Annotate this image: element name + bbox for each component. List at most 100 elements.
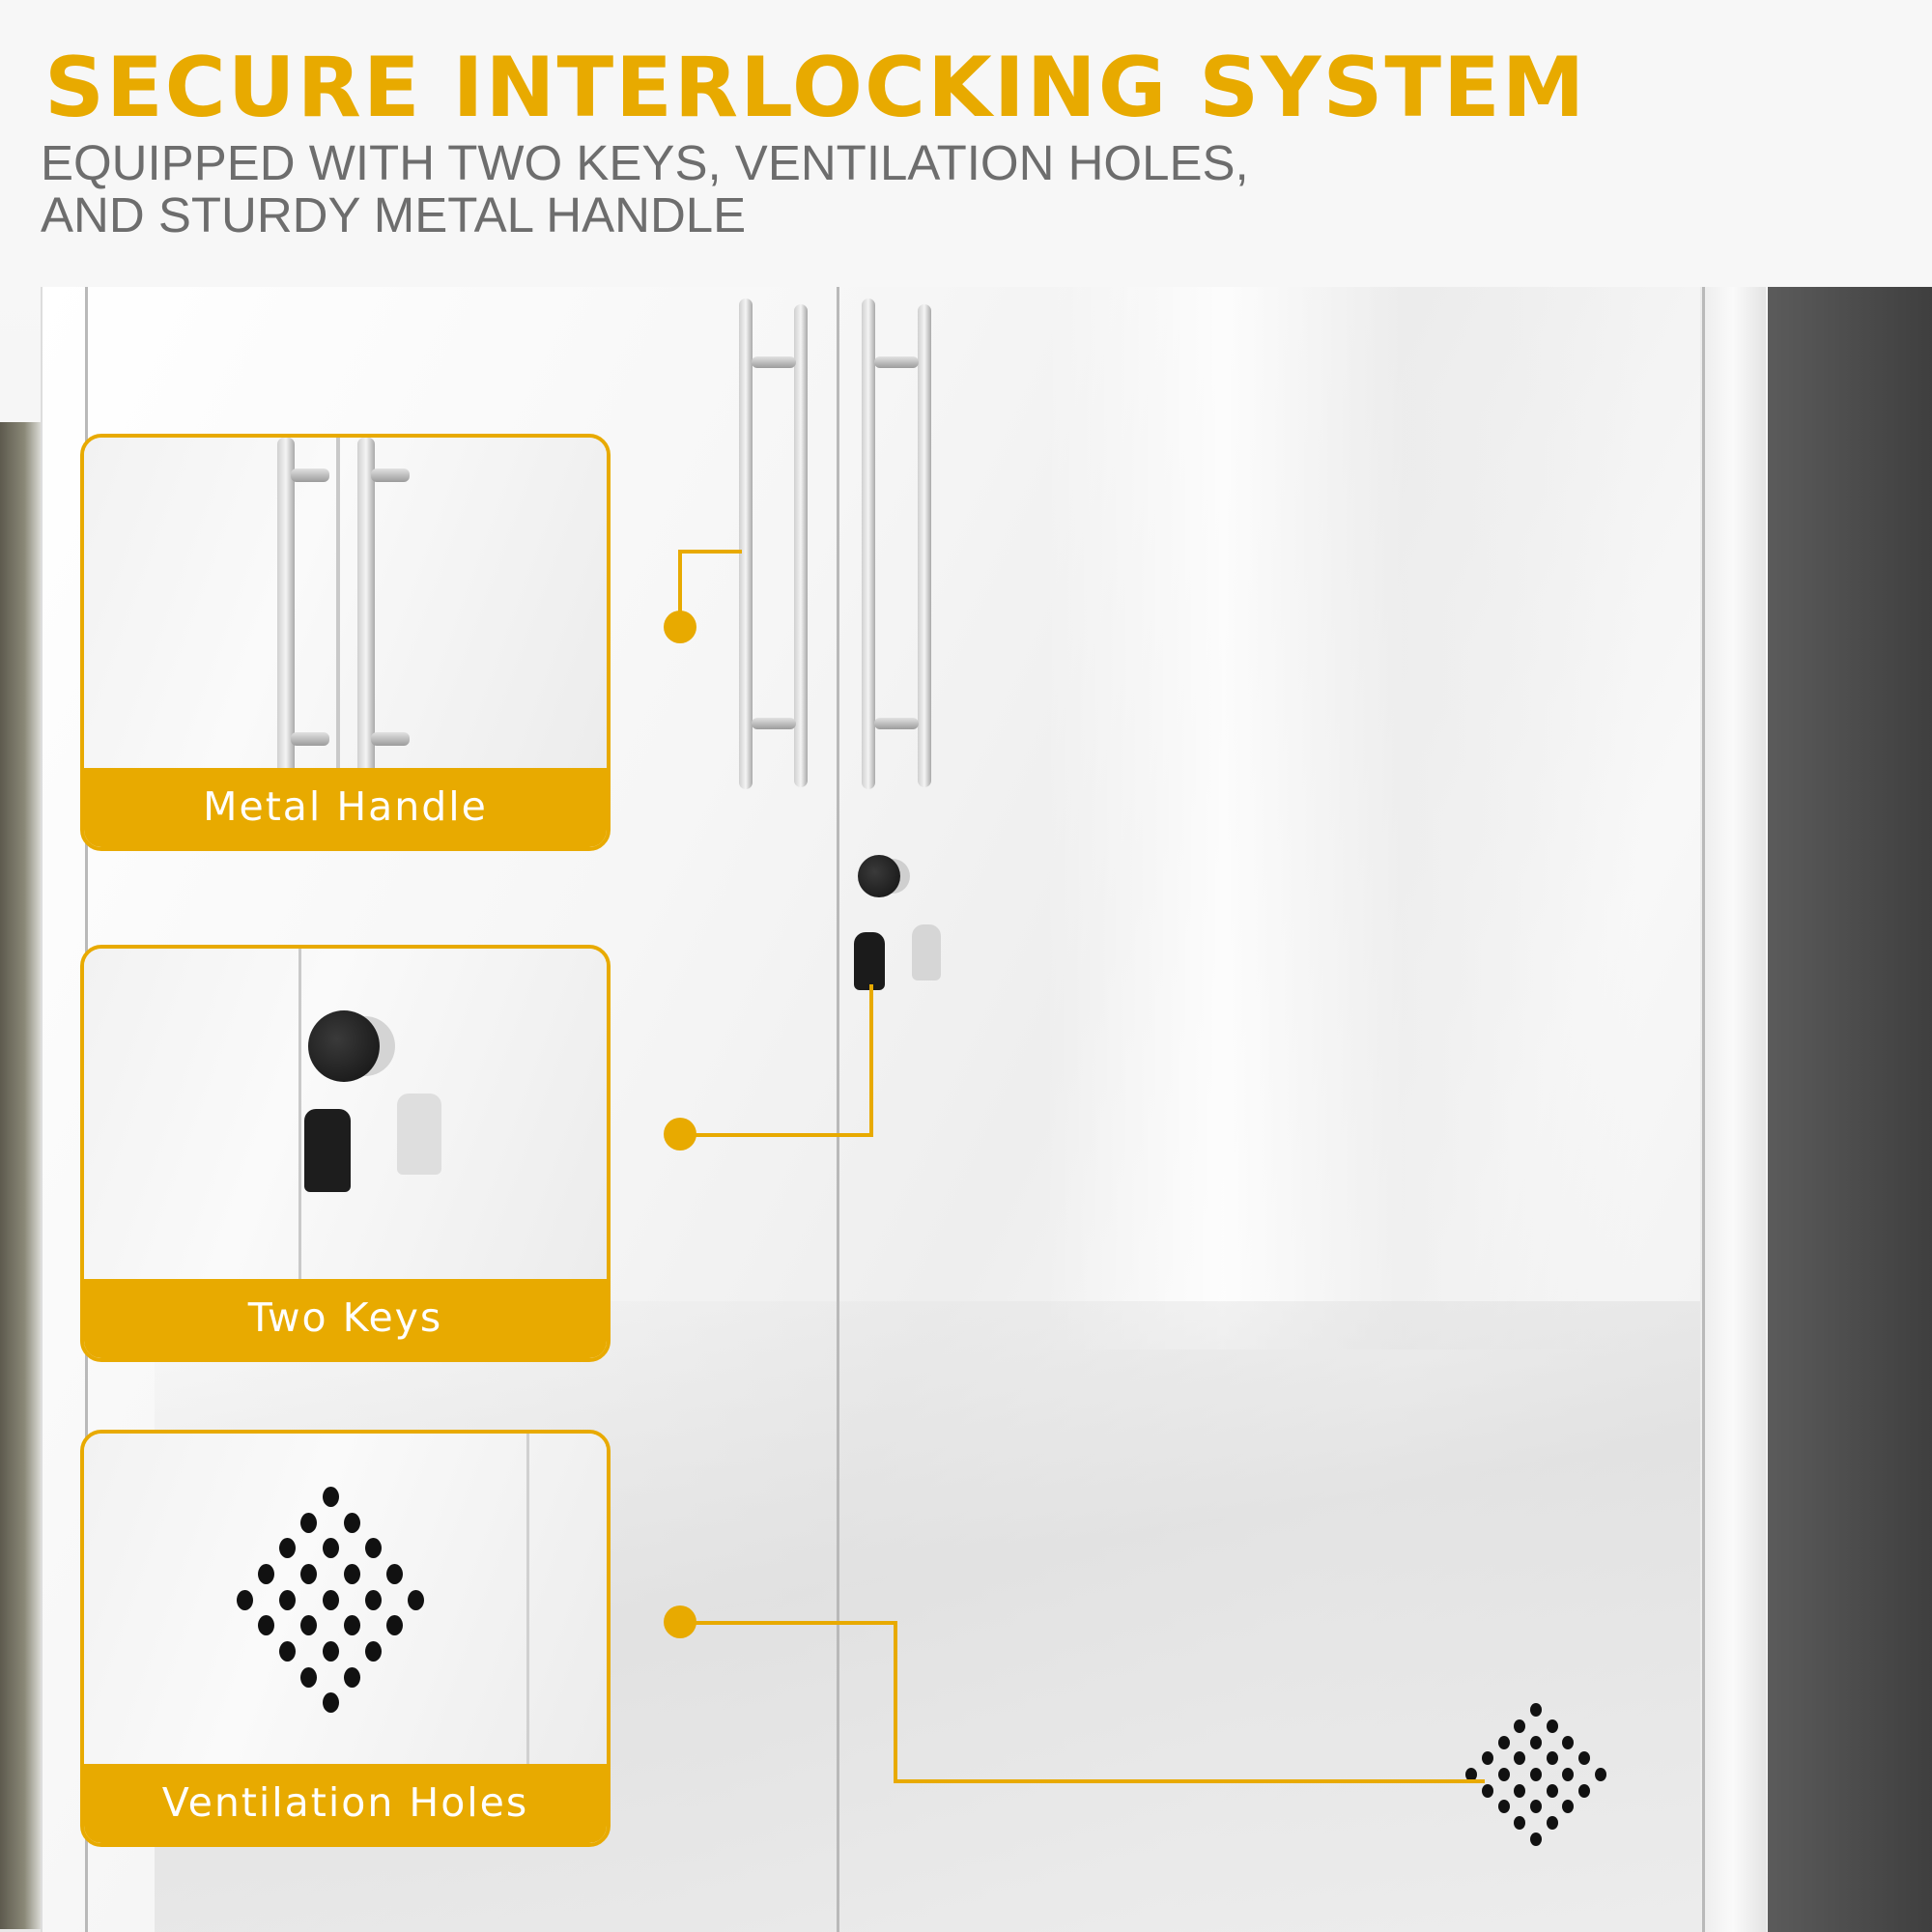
ventilation-holes bbox=[1463, 1702, 1608, 1847]
cabinet-lock bbox=[308, 1010, 380, 1082]
vent-hole bbox=[1514, 1751, 1526, 1766]
vent-hole bbox=[1514, 1816, 1526, 1830]
vent-hole bbox=[257, 1615, 274, 1636]
vent-hole bbox=[1497, 1800, 1510, 1814]
headline: SECURE INTERLOCKING SYSTEM bbox=[44, 40, 1587, 136]
handle-standoff bbox=[874, 356, 919, 368]
vent-hole bbox=[1546, 1719, 1558, 1733]
vent-hole bbox=[1530, 1832, 1542, 1846]
vent-hole bbox=[1465, 1768, 1478, 1781]
vent-hole bbox=[343, 1666, 360, 1688]
vent-hole bbox=[1530, 1768, 1542, 1781]
vent-hole bbox=[1514, 1719, 1526, 1733]
cabinet-side-panel bbox=[1768, 287, 1932, 1932]
vent-hole bbox=[279, 1640, 297, 1662]
cabinet-lock bbox=[858, 855, 900, 897]
vent-hole bbox=[364, 1589, 382, 1610]
handle-standoff bbox=[291, 469, 329, 482]
handle-bar bbox=[739, 298, 753, 789]
vent-hole bbox=[1514, 1783, 1526, 1798]
door-seam bbox=[298, 949, 301, 1287]
vent-hole bbox=[300, 1615, 318, 1636]
connector-line bbox=[869, 984, 873, 1137]
vent-hole bbox=[322, 1640, 339, 1662]
vent-hole bbox=[364, 1640, 382, 1662]
vent-hole bbox=[1497, 1735, 1510, 1749]
callout-card-two-keys: Two Keys bbox=[80, 945, 611, 1362]
subheadline: EQUIPPED WITH TWO KEYS, VENTILATION HOLE… bbox=[41, 137, 1296, 242]
vent-hole bbox=[257, 1563, 274, 1584]
plant-edge bbox=[0, 422, 41, 1929]
vent-hole bbox=[1497, 1768, 1510, 1781]
vent-hole bbox=[386, 1563, 404, 1584]
vent-hole bbox=[300, 1666, 318, 1688]
vent-hole bbox=[322, 1486, 339, 1507]
vent-hole bbox=[343, 1563, 360, 1584]
connector-line bbox=[680, 1133, 873, 1137]
vent-hole bbox=[322, 1692, 339, 1714]
vent-hole bbox=[279, 1589, 297, 1610]
vent-hole bbox=[343, 1615, 360, 1636]
handle-standoff bbox=[291, 732, 329, 746]
vent-hole bbox=[1482, 1783, 1493, 1798]
connector-line bbox=[678, 550, 682, 615]
header-band: SECURE INTERLOCKING SYSTEM EQUIPPED WITH… bbox=[0, 0, 1932, 287]
connector-line bbox=[680, 1621, 897, 1625]
vent-hole bbox=[300, 1512, 318, 1533]
vent-hole bbox=[1578, 1783, 1590, 1798]
vent-hole bbox=[1562, 1768, 1575, 1781]
vent-hole bbox=[1594, 1768, 1606, 1781]
subheadline-line-1: EQUIPPED WITH TWO KEYS, VENTILATION HOLE… bbox=[41, 135, 1249, 190]
vent-hole bbox=[322, 1538, 339, 1559]
handle-bar bbox=[357, 438, 375, 776]
vent-hole bbox=[408, 1589, 425, 1610]
ventilation-holes bbox=[234, 1484, 427, 1716]
callout-label: Two Keys bbox=[84, 1279, 607, 1358]
handle-standoff bbox=[371, 732, 410, 746]
callout-label: Metal Handle bbox=[84, 768, 607, 847]
door-seam bbox=[526, 1434, 529, 1772]
connector-line bbox=[894, 1621, 897, 1783]
handle-standoff bbox=[371, 469, 410, 482]
vent-hole bbox=[236, 1589, 253, 1610]
door-seam bbox=[336, 438, 340, 776]
handle-standoff bbox=[874, 718, 919, 729]
vent-hole bbox=[1530, 1735, 1542, 1749]
vent-hole bbox=[1578, 1751, 1590, 1766]
ventilation-holes-photo bbox=[84, 1434, 607, 1772]
door-seam bbox=[837, 287, 839, 1932]
vent-hole bbox=[300, 1563, 318, 1584]
subheadline-line-2: AND STURDY METAL HANDLE bbox=[41, 187, 747, 242]
callout-label: Ventilation Holes bbox=[84, 1764, 607, 1843]
key-icon bbox=[854, 932, 885, 990]
key-icon bbox=[304, 1109, 351, 1192]
pointer-dot-handle bbox=[664, 611, 696, 643]
vent-hole bbox=[1562, 1800, 1575, 1814]
key-icon bbox=[912, 924, 941, 980]
curtain-reflection bbox=[1043, 287, 1642, 1350]
vent-hole bbox=[1562, 1735, 1575, 1749]
connector-line bbox=[678, 550, 742, 554]
two-keys-photo bbox=[84, 949, 607, 1287]
handle-bar bbox=[918, 304, 931, 787]
vent-hole bbox=[386, 1615, 404, 1636]
vent-hole bbox=[1546, 1783, 1558, 1798]
handle-bar bbox=[277, 438, 295, 776]
vent-hole bbox=[322, 1589, 339, 1610]
metal-handle-photo bbox=[84, 438, 607, 776]
vent-hole bbox=[1482, 1751, 1493, 1766]
connector-line bbox=[894, 1779, 1485, 1783]
handle-bar bbox=[862, 298, 875, 789]
vent-hole bbox=[1546, 1816, 1558, 1830]
callout-card-metal-handle: Metal Handle bbox=[80, 434, 611, 851]
vent-hole bbox=[279, 1538, 297, 1559]
frame-edge-right bbox=[1702, 287, 1705, 1932]
callout-card-ventilation-holes: Ventilation Holes bbox=[80, 1430, 611, 1847]
cabinet-frame-right bbox=[1700, 287, 1766, 1932]
handle-bar bbox=[794, 304, 808, 787]
handle-standoff bbox=[752, 718, 796, 729]
vent-hole bbox=[364, 1538, 382, 1559]
handle-standoff bbox=[752, 356, 796, 368]
key-icon bbox=[397, 1094, 441, 1175]
